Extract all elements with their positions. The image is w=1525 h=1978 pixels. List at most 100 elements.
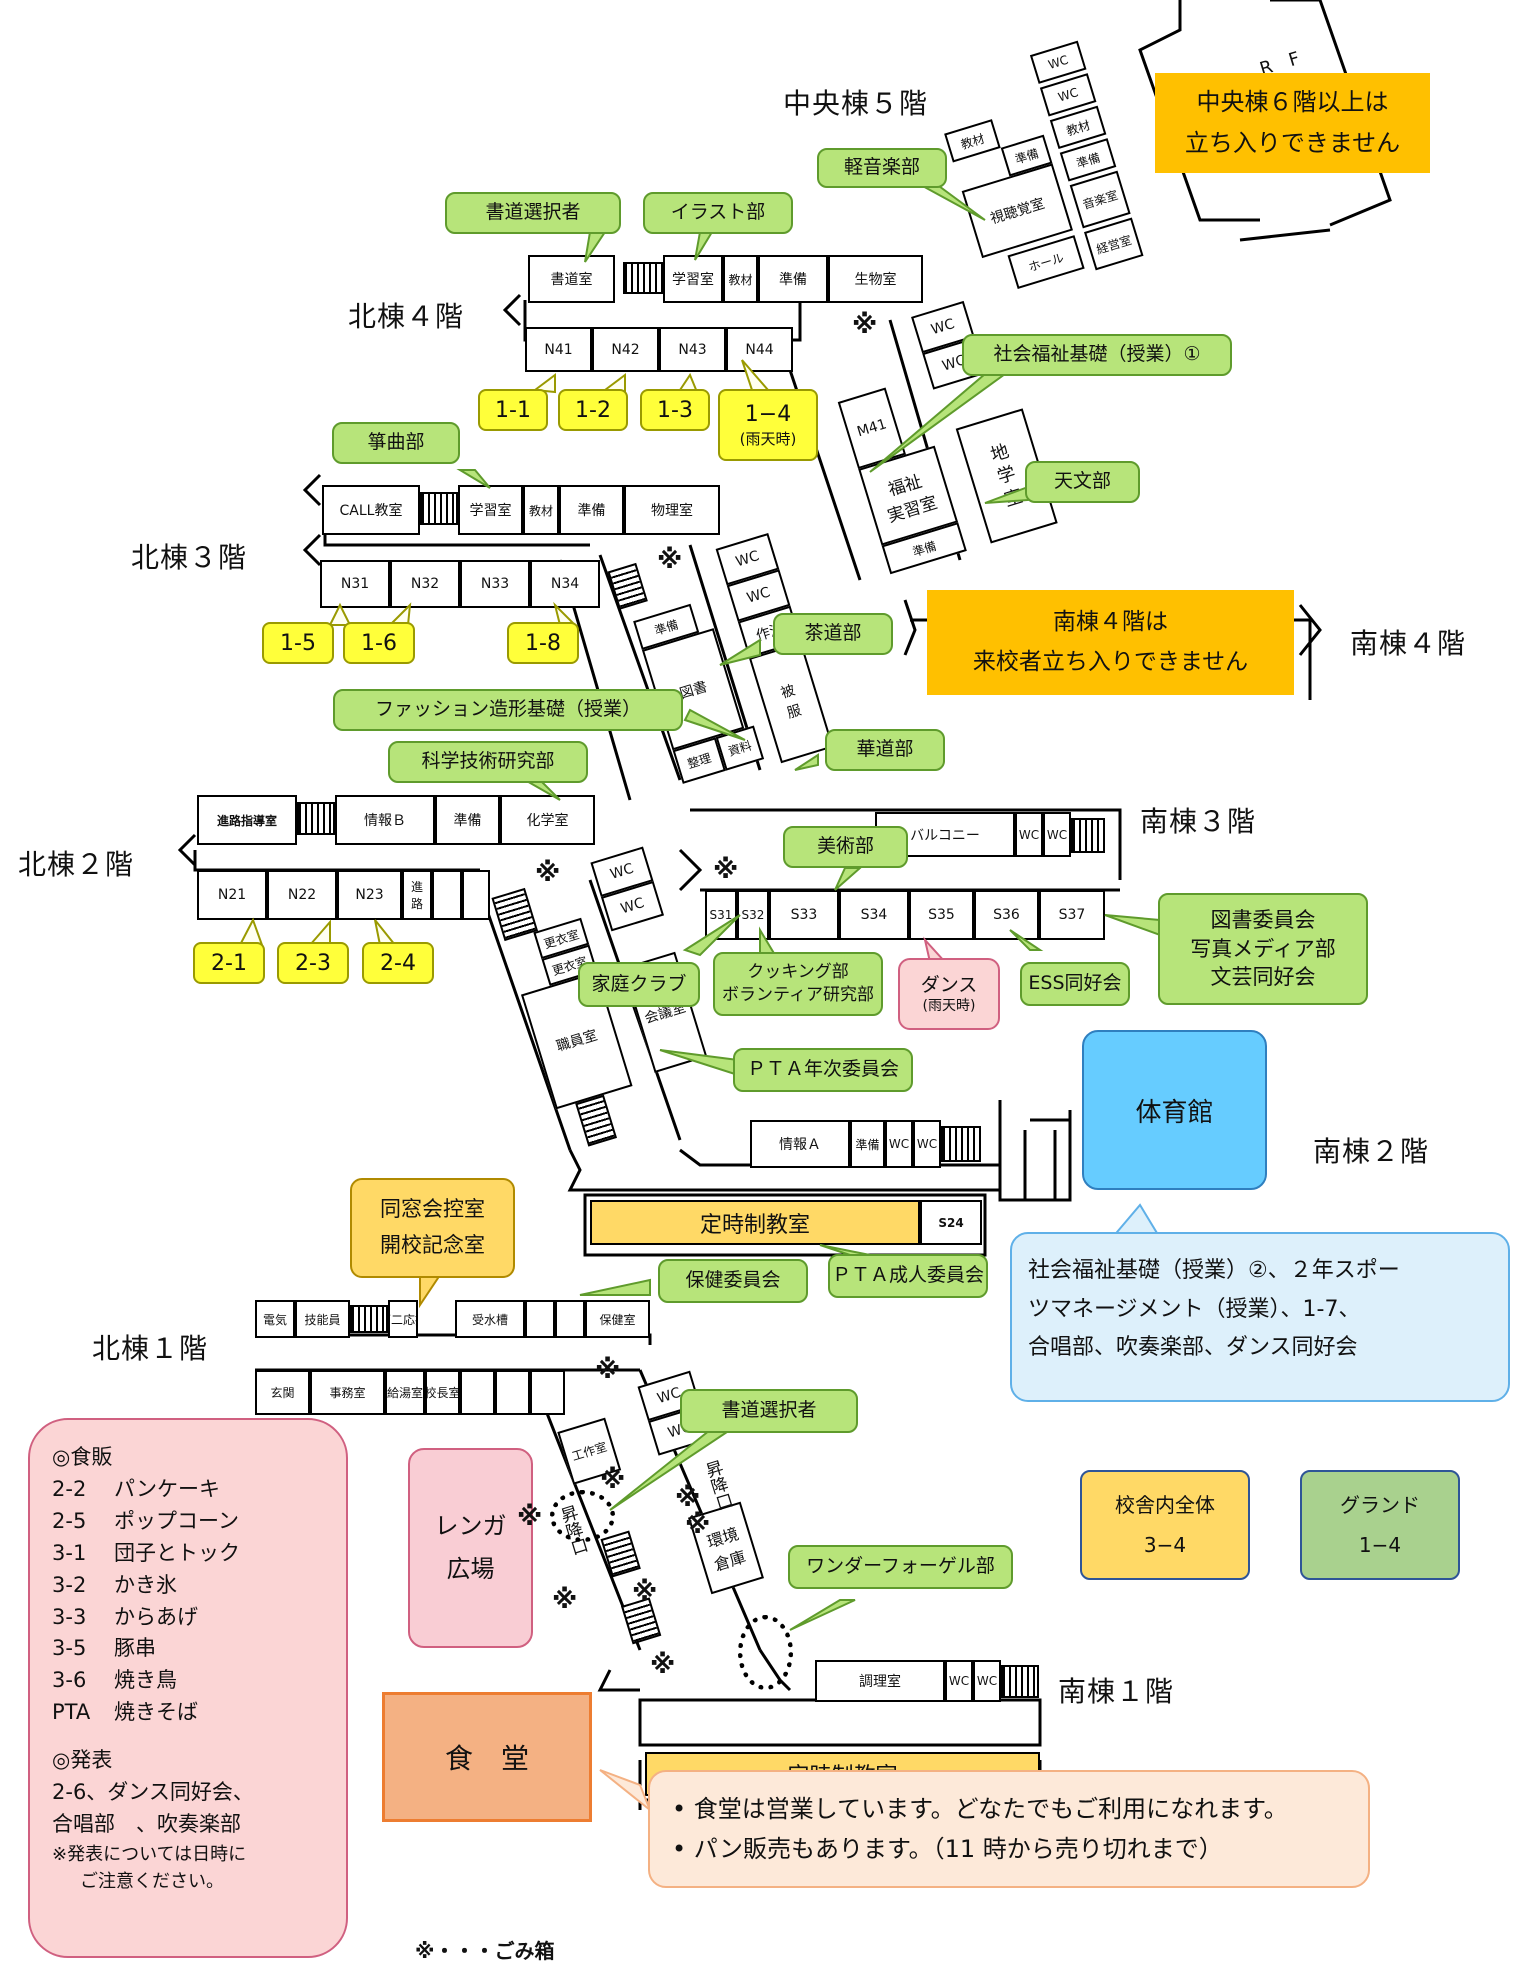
label-dance-line1: ダンス [920, 973, 978, 996]
room-butsuri: 物理室 [624, 485, 720, 535]
room-hoken: 保健室 [585, 1300, 650, 1338]
perf-note2: ご注意ください。 [80, 1871, 224, 1893]
trash-marker: ※ [535, 858, 561, 888]
stairs-n4 [623, 262, 663, 294]
perf-note1: ※発表については日時に [52, 1843, 247, 1865]
room-n33: N33 [460, 560, 530, 608]
room-ginoin: 技能員 [295, 1300, 350, 1338]
notice-central6-line1: 中央棟６階以上は [1196, 88, 1389, 117]
room-s32: S32 [737, 890, 769, 940]
room-n42: N42 [592, 327, 659, 372]
food-item-class: PTA [52, 1700, 91, 1725]
label-shodo-sentaku: 書道選択者 [445, 192, 621, 234]
legend-ground-value: 1−4 [1358, 1533, 1402, 1557]
food-item-class: 2-2 [52, 1476, 87, 1501]
room-kyushitsu: 給湯室 [385, 1370, 425, 1415]
floor-label-south4: 南棟４階 [1350, 627, 1467, 660]
cafeteria-info-line1: • 食堂は営業しています。どなたでもご利用になれます。 [672, 1795, 1288, 1823]
room-n1-a [525, 1300, 555, 1338]
label-ess: ESS同好会 [1020, 962, 1130, 1006]
room-call: CALL教室 [322, 485, 420, 535]
room-denki: 電気 [255, 1300, 295, 1338]
trash-marker: ※ [685, 1510, 711, 1540]
stairs-s3 [1071, 818, 1105, 853]
trash-marker: ※ [657, 545, 683, 575]
floor-label-south2: 南棟２階 [1313, 1135, 1430, 1168]
label-dosokai-line2: 開校記念室 [380, 1233, 485, 1257]
label-wandervogel: ワンダーフォーゲル部 [788, 1545, 1013, 1589]
label-dance: ダンス (雨天時) [898, 958, 1000, 1030]
food-item-class: 3-5 [52, 1636, 87, 1661]
notice-central6: 中央棟６階以上は 立ち入りできません [1155, 73, 1430, 173]
notice-south4: 南棟４階は 来校者立ち入りできません [927, 590, 1294, 695]
class-1-1: 1-1 [478, 389, 548, 431]
food-item-class: 2-5 [52, 1508, 87, 1533]
label-tenmon: 天文部 [1025, 461, 1140, 503]
room-n1-c [460, 1370, 495, 1415]
trash-marker: ※ [632, 1577, 658, 1607]
trash-marker: ※ [600, 1465, 626, 1495]
room-s34: S34 [839, 890, 909, 940]
trash-legend: ※・・・ごみ箱 [415, 1939, 555, 1963]
label-toshoiin-line2: 写真メディア部 [1190, 936, 1336, 961]
label-kado: 華道部 [825, 729, 945, 771]
label-fashion: ファッション造形基礎（授業） [333, 689, 683, 731]
class-1-4: 1−4 (雨天時) [718, 389, 818, 461]
stairs-n1 [350, 1305, 388, 1333]
cafeteria-block: 食 堂 [382, 1692, 592, 1822]
room-wc-s3a: WC [1015, 812, 1043, 857]
renga-label: レンガ 広場 [434, 1511, 507, 1583]
perf-heading: ◎発表 [52, 1748, 113, 1773]
room-kotei [462, 870, 490, 920]
room-gakushu-n4: 学習室 [663, 255, 723, 303]
food-item-class: 3-6 [52, 1668, 87, 1693]
label-bijutsu: 美術部 [783, 826, 908, 868]
label-dosokai-line1: 同窓会控室 [380, 1197, 485, 1222]
floor-label-south3: 南棟３階 [1140, 805, 1257, 838]
class-1-5: 1-5 [262, 622, 334, 664]
food-item-name: 豚串 [114, 1636, 156, 1661]
room-wc-s1b: WC [973, 1660, 1001, 1702]
gym-note-line1: 社会福祉基礎（授業）②、２年スポー [1028, 1258, 1400, 1283]
food-item: 3-3 からあげ [52, 1602, 324, 1634]
food-item-name: 団子とトック [114, 1540, 240, 1565]
room-wc-s3b: WC [1043, 812, 1071, 857]
room-junbi-n3: 準備 [559, 485, 624, 535]
floor-label-north1: 北棟１階 [92, 1332, 209, 1365]
room-s35: S35 [909, 890, 974, 940]
label-cooking-line2: ボランティア研究部 [722, 985, 874, 1005]
trash-marker: ※ [595, 1355, 621, 1385]
gym: 体育館 [1082, 1030, 1267, 1190]
label-shakai1: 社会福祉基礎（授業）① [962, 334, 1232, 376]
food-item-name: からあげ [114, 1604, 198, 1629]
food-item-class: 3-2 [52, 1572, 87, 1597]
label-keion: 軽音楽部 [817, 148, 947, 188]
perf-line2: 合唱部 、吹奏楽部 [52, 1811, 241, 1836]
room-s36: S36 [974, 890, 1039, 940]
room-johoB: 情報Ｂ [335, 795, 435, 845]
room-seibutsu: 生物室 [828, 255, 923, 303]
label-sado: 茶道部 [773, 613, 893, 655]
notice-south4-line1: 南棟４階は [1053, 609, 1168, 636]
label-illust: イラスト部 [643, 192, 793, 234]
renga-plaza: レンガ 広場 [408, 1448, 533, 1648]
legend-ground: グランド 1−4 [1300, 1470, 1460, 1580]
room-wc-s2b: WC [913, 1120, 941, 1168]
room-n32: N32 [390, 560, 460, 608]
spacer [52, 1729, 324, 1745]
room-n1-e [530, 1370, 565, 1415]
food-item-class: 3-3 [52, 1604, 87, 1629]
room-n34: N34 [530, 560, 600, 608]
trash-marker: ※ [650, 1650, 676, 1680]
cafeteria-label: 食 堂 [444, 1742, 529, 1775]
legend-school: 校舎内全体 3−4 [1080, 1470, 1250, 1580]
label-cooking-line1: クッキング部 [747, 962, 849, 983]
label-katei: 家庭クラブ [578, 962, 700, 1007]
room-s37: S37 [1039, 890, 1105, 940]
room-n1-d [495, 1370, 530, 1415]
